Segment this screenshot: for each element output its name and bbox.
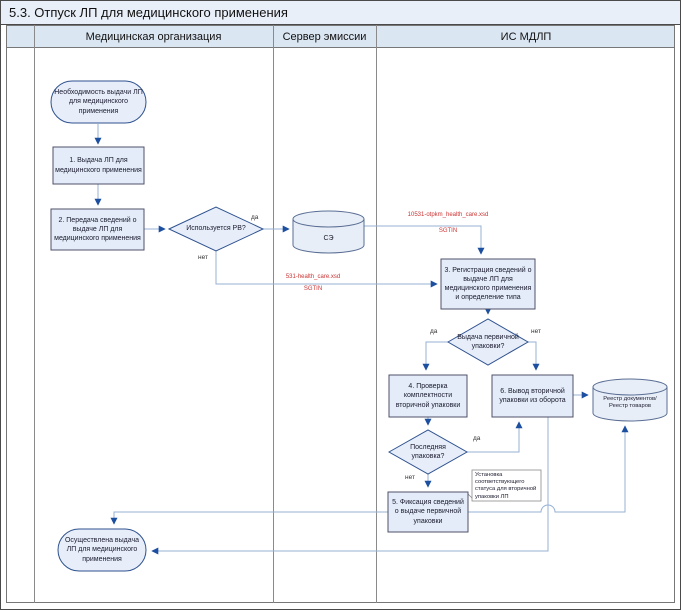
diagram-title: 5.3. Отпуск ЛП для медицинского применен… xyxy=(9,5,288,20)
lane-separator xyxy=(273,25,274,603)
end-node-label: Осуществлена выдача ЛП для медицинского … xyxy=(64,537,140,563)
step6-label: 6. Вывод вторичной упаковки из оборота xyxy=(499,387,566,404)
lane-header-emission-server: Сервер эмиссии xyxy=(282,31,367,43)
diagram-title-bar: 5.3. Отпуск ЛП для медицинского применен… xyxy=(1,1,680,25)
step4-label: 4. Проверка комплектности вторичной упак… xyxy=(395,383,461,409)
step5-label: 5. Фиксация сведений о выдаче первичной … xyxy=(392,499,464,525)
decision-rv-label: Используется РВ? xyxy=(186,225,246,233)
edge-label-primary-no: нет xyxy=(531,328,541,335)
decision-primary-label: Выдача первичной упаковки? xyxy=(457,333,519,350)
registry-database-label: Реестр документов/Реестр товаров xyxy=(603,395,657,409)
annotation-note-label: Установка соответствующего статуса для в… xyxy=(475,472,537,500)
edge-sgtin-label-direct: SGTIN xyxy=(303,286,323,292)
step3-label: 3. Регистрация сведений о выдаче ЛП для … xyxy=(444,266,532,302)
lane-separator xyxy=(376,25,377,603)
lane-header-medical-org: Медицинская организация xyxy=(85,31,222,43)
edge-label-rv-no: нет xyxy=(198,254,208,261)
start-node-label: Необходимость выдачи ЛП для медицинского… xyxy=(54,89,143,115)
edge-label-last-no: нет xyxy=(405,474,415,481)
step1-label: 1. Выдача ЛП для медицинского применения xyxy=(55,157,142,174)
edge-label-last-yes: да xyxy=(473,435,481,442)
edge-file-label-rv: 10531-otpkm_health_care.xsd xyxy=(407,212,489,218)
decision-last-label: Последняя упаковка? xyxy=(410,443,446,460)
lane-header-is-mdlp: ИС МДЛП xyxy=(500,31,552,43)
edge-file-label-direct: 531-health_care.xsd xyxy=(285,274,341,280)
swimlane-header-row xyxy=(6,25,675,48)
lane-separator xyxy=(34,25,35,603)
step2-label: 2. Передача сведений о выдаче ЛП для мед… xyxy=(54,216,141,243)
edge-sgtin-label-rv: SGTIN xyxy=(438,228,458,234)
se-database-label: СЭ xyxy=(323,235,334,243)
edge-label-rv-yes: да xyxy=(251,214,259,221)
swimlane-pool xyxy=(6,25,675,603)
edge-label-primary-yes: да xyxy=(430,328,438,335)
